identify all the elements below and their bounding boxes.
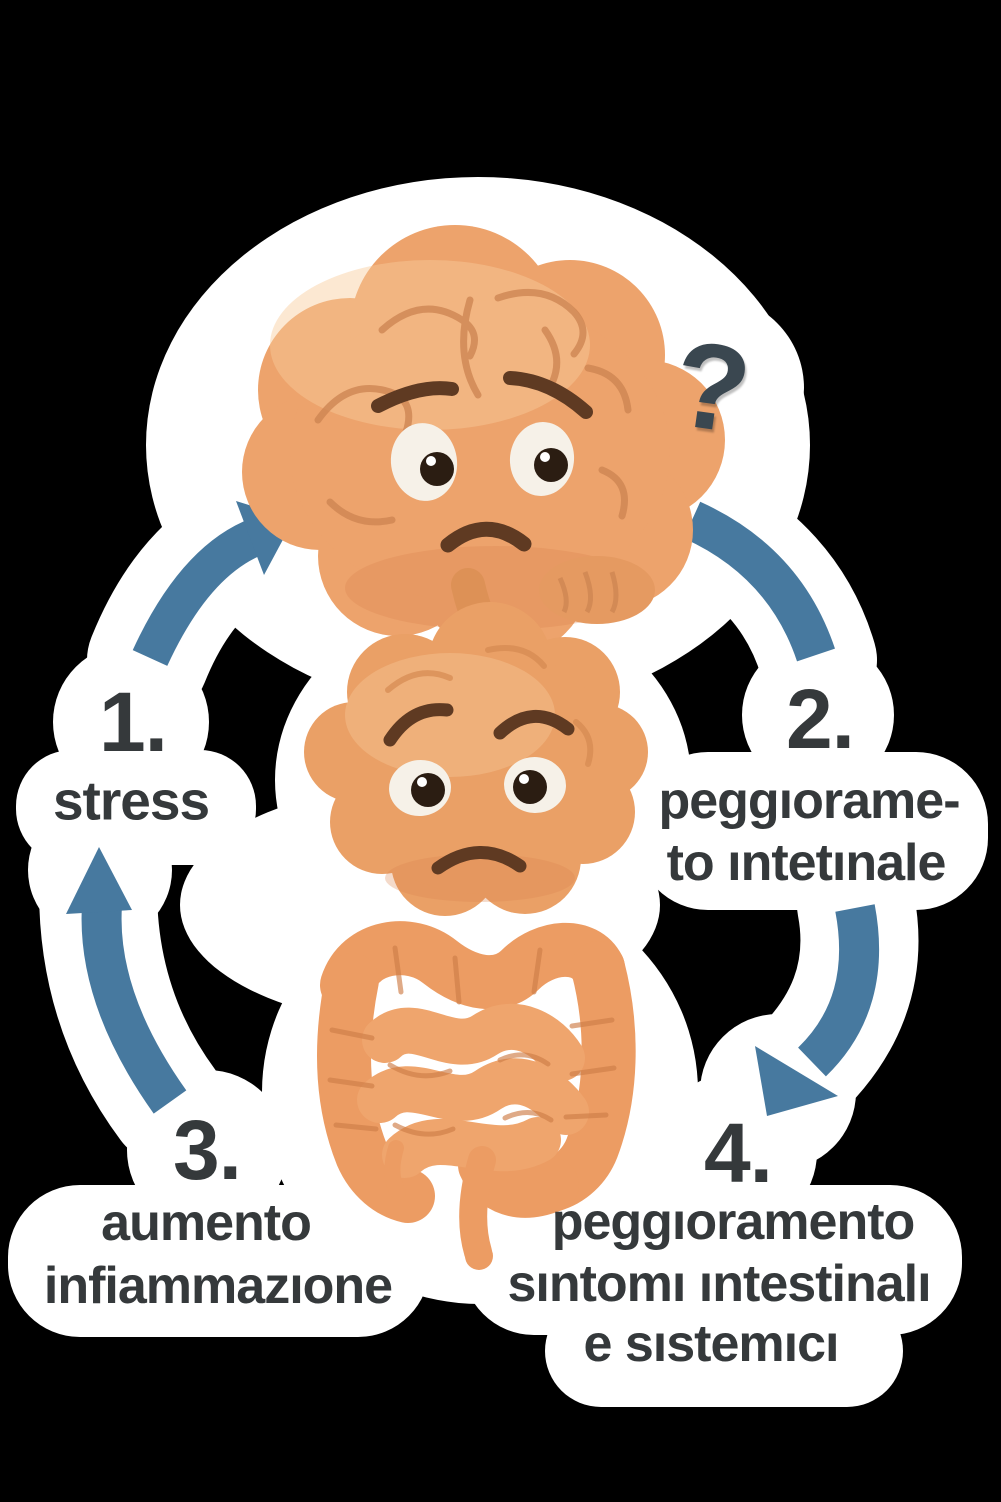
arc-down-right-icon [683, 501, 835, 662]
arrow-up-left-icon [66, 847, 187, 1114]
sad-brain-character-icon [242, 225, 725, 675]
step-4-label-line-2: sıntomı ıntestinalı [507, 1255, 931, 1313]
step-1-label: stress [52, 769, 210, 832]
step-4-label-line-3: e sıstemıcı [583, 1315, 840, 1373]
step-3-label-line-1: aumento [101, 1194, 312, 1252]
cycle-arrow-icons [66, 501, 880, 1116]
intestines [316, 921, 636, 1270]
step-2-label-line-1: peggıorame- [658, 772, 960, 830]
step-2-number: 2. [785, 672, 855, 766]
step-2-label-line-2: to ıntetınale [666, 834, 947, 892]
step-4-number: 4. [703, 1106, 773, 1200]
step-3-number: 3. [172, 1103, 242, 1197]
step-1-number: 1. [98, 675, 168, 769]
step-3-label-line-2: infiammazıone [43, 1257, 393, 1315]
brain-face [371, 371, 593, 553]
arrow-down-left-icon [755, 904, 880, 1116]
sad-gut-character-icon [304, 602, 648, 1270]
gut-face [383, 703, 575, 875]
step-4-label-line-1: peggıoramento [551, 1193, 916, 1251]
